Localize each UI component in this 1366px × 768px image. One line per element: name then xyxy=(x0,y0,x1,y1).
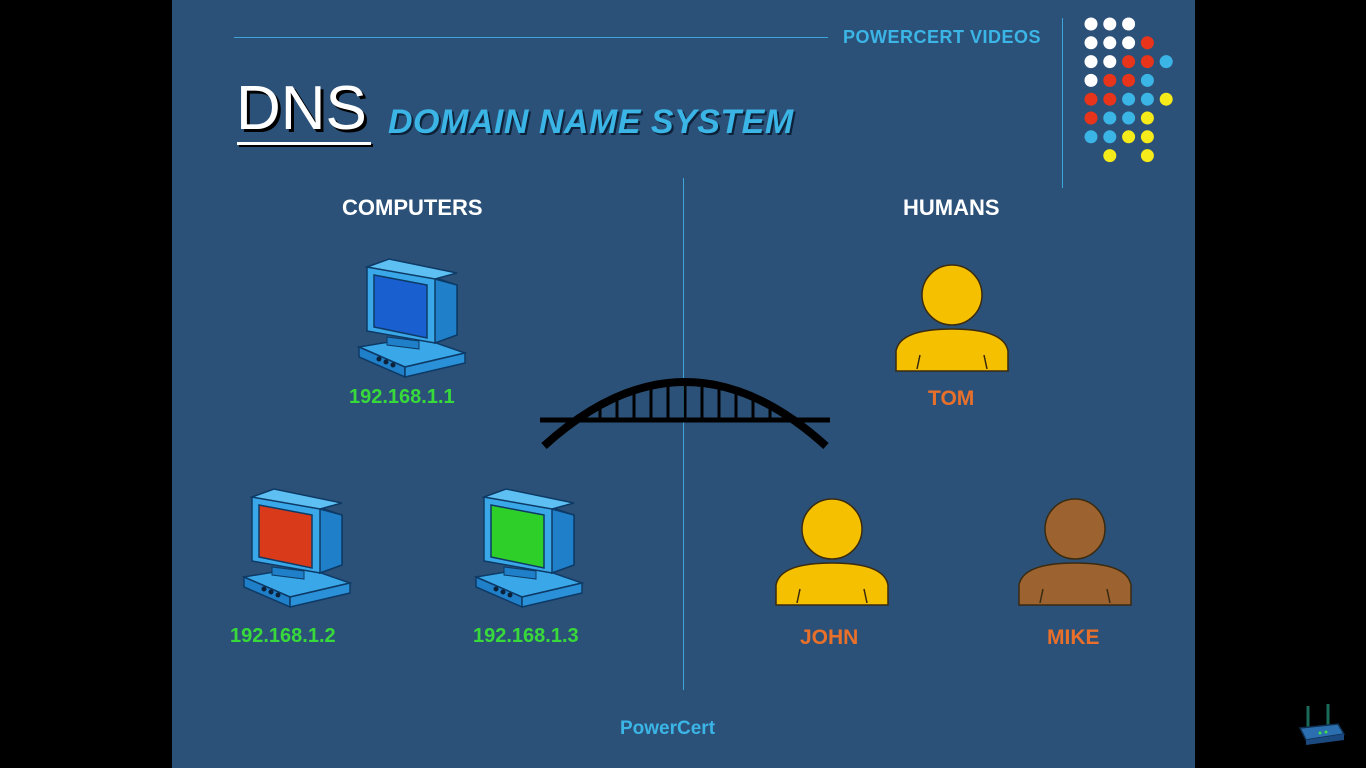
decorative-dot xyxy=(1103,130,1117,144)
decorative-dot xyxy=(1122,36,1136,50)
brand-label: POWERCERT VIDEOS xyxy=(843,27,1042,47)
decorative-dot xyxy=(1103,17,1117,31)
decorative-dots xyxy=(1084,17,1173,163)
decorative-dot xyxy=(1084,55,1098,69)
page-title: DNS xyxy=(236,74,367,143)
decorative-dot xyxy=(1122,130,1136,144)
decorative-dot xyxy=(1140,130,1154,144)
decorative-dot xyxy=(1159,55,1173,69)
computer-2 xyxy=(242,485,352,615)
decorative-dot xyxy=(1159,92,1173,106)
person-icon xyxy=(775,498,889,606)
title-underline xyxy=(237,142,371,145)
bridge-icon xyxy=(540,378,830,449)
person-name: MIKE xyxy=(1047,626,1100,649)
computer-icon xyxy=(358,258,466,378)
computer-1 xyxy=(357,255,467,385)
decorative-dot xyxy=(1103,55,1117,69)
ip-label: 192.168.1.1 xyxy=(349,386,455,408)
decorative-dot xyxy=(1140,55,1154,69)
decorative-dot xyxy=(1103,36,1117,50)
decorative-dot xyxy=(1103,73,1117,87)
header-divider xyxy=(1062,18,1063,188)
decorative-dot xyxy=(1140,149,1154,163)
decorative-dot xyxy=(1084,92,1098,106)
decorative-dot xyxy=(1122,17,1136,31)
person-name: JOHN xyxy=(800,626,859,649)
ip-label: 192.168.1.2 xyxy=(230,625,336,647)
decorative-dot xyxy=(1084,73,1098,87)
computers-heading: COMPUTERS xyxy=(342,195,483,220)
computer-3 xyxy=(474,485,584,615)
decorative-dot xyxy=(1084,17,1098,31)
decorative-dot xyxy=(1140,36,1154,50)
footer-brand: PowerCert xyxy=(620,718,716,739)
router-icon xyxy=(1298,704,1346,745)
person-icon xyxy=(1018,498,1132,606)
slide: POWERCERT VIDEOS DNS DOMAIN NAME SYSTEM … xyxy=(172,0,1195,768)
decorative-dot xyxy=(1103,149,1117,163)
page-subtitle: DOMAIN NAME SYSTEM xyxy=(388,103,794,141)
decorative-dot xyxy=(1140,92,1154,106)
person-mike xyxy=(1015,497,1135,612)
center-divider xyxy=(683,178,684,690)
decorative-dot xyxy=(1122,111,1136,125)
decorative-dot xyxy=(1103,92,1117,106)
ip-label: 192.168.1.3 xyxy=(473,625,579,647)
decorative-dot xyxy=(1084,130,1098,144)
computer-icon xyxy=(475,488,583,608)
person-name: TOM xyxy=(928,387,975,410)
decorative-dot xyxy=(1103,111,1117,125)
person-tom xyxy=(892,263,1012,378)
person-icon xyxy=(895,264,1009,372)
decorative-dot xyxy=(1140,73,1154,87)
decorative-dot xyxy=(1140,111,1154,125)
decorative-dot xyxy=(1084,111,1098,125)
humans-heading: HUMANS xyxy=(903,195,1000,220)
decorative-dot xyxy=(1122,92,1136,106)
decorative-dot xyxy=(1084,36,1098,50)
header-rule xyxy=(234,37,828,38)
person-john xyxy=(772,497,892,612)
computer-icon xyxy=(243,488,351,608)
decorative-dot xyxy=(1122,55,1136,69)
decorative-dot xyxy=(1122,73,1136,87)
